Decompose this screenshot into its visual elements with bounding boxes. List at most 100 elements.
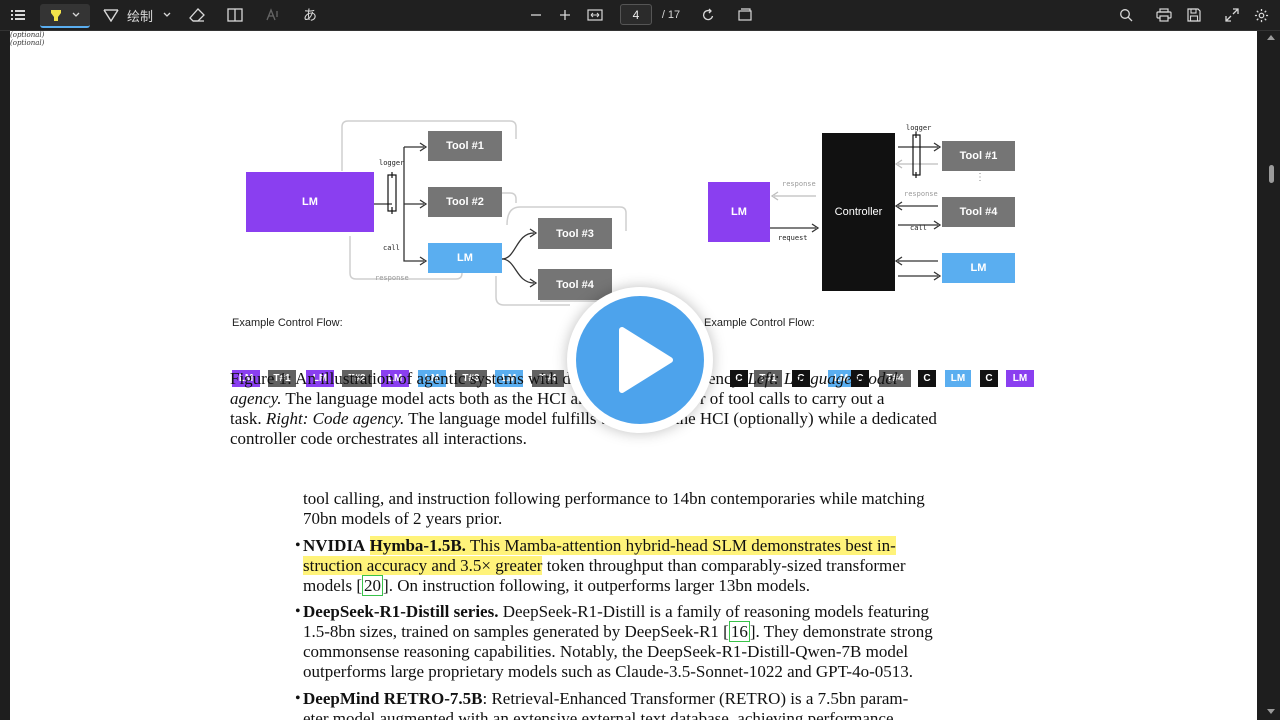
view-mode-button[interactable] xyxy=(224,4,246,26)
body-text: ]. They demonstrate strong xyxy=(749,622,933,641)
bullet-3-title: DeepMind RETRO-7.5B xyxy=(303,689,483,708)
left-sub-lm-box: LM xyxy=(428,243,502,273)
draw-label: 绘制 xyxy=(126,9,153,25)
page-total: / 17 xyxy=(661,9,681,21)
bullet-1-model[interactable]: Hymba-1.5B. xyxy=(369,536,466,555)
right-optional-lm-label: (optional) xyxy=(10,31,45,39)
right-optional-logger-label: (optional) xyxy=(10,39,45,47)
page-view-icon xyxy=(738,8,752,21)
caption-italic: Left: Language model xyxy=(747,369,898,388)
caption-text: task. xyxy=(230,409,266,428)
left-lm-box: LM xyxy=(246,172,374,232)
fit-width-button[interactable] xyxy=(584,4,606,26)
bullet-1-line-1: NVIDIA Hymba-1.5B. This Mamba-attention … xyxy=(303,536,896,556)
zoom-out-button[interactable] xyxy=(526,4,546,26)
vertical-scrollbar[interactable] xyxy=(1262,31,1280,720)
right-flow-label: Example Control Flow: xyxy=(704,317,815,329)
body-text: DeepSeek-R1-Distill is a family of reaso… xyxy=(498,602,930,621)
settings-button[interactable] xyxy=(1250,4,1272,26)
left-tool1-box: Tool #1 xyxy=(428,131,502,161)
right-flow-chip: LM xyxy=(828,370,854,387)
caption-line-3: task. Right: Code agency. The language m… xyxy=(230,409,937,429)
zoom-in-button[interactable] xyxy=(555,4,575,26)
rotate-button[interactable] xyxy=(698,4,718,26)
citation-link[interactable]: 16 xyxy=(728,621,750,642)
caption-line-4: controller code orchestrates all interac… xyxy=(230,429,527,448)
left-flow-label: Example Control Flow: xyxy=(232,317,343,329)
printer-icon xyxy=(1156,8,1172,22)
bullet-1-line-3: models [20]. On instruction following, i… xyxy=(303,575,811,596)
scroll-up-icon[interactable] xyxy=(1267,35,1275,40)
highlighted-text[interactable]: struction accuracy and 3.5× greater xyxy=(303,556,543,575)
left-flow-chip: LM xyxy=(306,370,334,387)
eraser-button[interactable] xyxy=(186,4,208,26)
fullscreen-button[interactable] xyxy=(1222,4,1242,26)
left-flow-chip: T#4 xyxy=(532,370,564,387)
body-text: ]. On instruction following, it outperfo… xyxy=(383,576,811,595)
pdf-page[interactable]: LM Tool #1 Tool #2 LM Tool #3 Tool #4 lo… xyxy=(10,31,1257,720)
right-flow-chip: C xyxy=(851,370,869,387)
right-flow-chip: LM xyxy=(1006,370,1034,387)
play-icon xyxy=(619,327,673,393)
left-flow-chip: LM xyxy=(495,370,523,387)
play-button[interactable] xyxy=(567,287,713,433)
chevron-down-icon xyxy=(72,12,80,17)
body-line: 70bn models of 2 years prior. xyxy=(303,509,503,528)
fit-width-icon xyxy=(587,9,603,21)
right-flow-chip: T#4 xyxy=(879,370,911,387)
bullet-2-line-4: outperforms large proprietary models suc… xyxy=(303,662,913,681)
bullet-1-org: NVIDIA xyxy=(303,536,366,555)
left-flow-chip: LM xyxy=(232,370,260,387)
bullet-3-line-1: DeepMind RETRO-7.5B: Retrieval-Enhanced … xyxy=(303,689,908,709)
left-logger-label: logger xyxy=(379,159,405,167)
right-logger-label: logger xyxy=(906,124,932,132)
right-flow-chip: C xyxy=(918,370,936,387)
expand-icon xyxy=(1225,8,1239,22)
translate-icon: あ xyxy=(303,8,317,24)
right-tool4-box: Tool #4 xyxy=(942,197,1015,227)
left-flow-chip: LM xyxy=(418,370,446,387)
body-text: : Retrieval-Enhanced Transformer (RETRO)… xyxy=(482,689,909,708)
play-button-fill xyxy=(576,296,704,424)
outline-icon[interactable] xyxy=(8,4,28,26)
left-tool2-box: Tool #2 xyxy=(428,187,502,217)
two-page-icon xyxy=(227,8,243,22)
page-view-button[interactable] xyxy=(735,4,755,26)
right-flow-chip: C xyxy=(730,370,748,387)
caption-line-1: Figure 1: An illustration of agentic sys… xyxy=(230,369,898,389)
translate-button[interactable]: あ xyxy=(298,4,322,26)
bullet-dot: • xyxy=(295,603,301,620)
scroll-down-icon[interactable] xyxy=(1267,709,1275,714)
eraser-icon xyxy=(189,8,205,22)
read-aloud-button[interactable] xyxy=(262,4,284,26)
search-icon xyxy=(1120,9,1133,22)
scrollbar-thumb[interactable] xyxy=(1269,165,1274,183)
save-button[interactable] xyxy=(1184,4,1204,26)
citation-link[interactable]: 20 xyxy=(362,575,384,596)
right-flow-chip: C xyxy=(980,370,998,387)
minus-icon xyxy=(531,14,541,16)
left-flow-chip: T#2 xyxy=(342,370,372,387)
draw-options-chevron[interactable] xyxy=(160,4,174,26)
page-number-input[interactable]: 4 xyxy=(620,4,652,25)
right-bottom-lm-box: LM xyxy=(942,253,1015,283)
right-lm-box: LM xyxy=(708,182,770,242)
controller-box: Controller xyxy=(822,133,895,291)
right-ellipsis: ⋮ xyxy=(975,172,985,183)
right-call-label: call xyxy=(910,224,927,232)
bullet-2-line-2: 1.5-8bn sizes, trained on samples genera… xyxy=(303,621,933,642)
right-flow-chip: T#1 xyxy=(754,370,782,387)
left-flow-chip: LM xyxy=(381,370,409,387)
highlighted-text[interactable]: This Mamba-attention hybrid-head SLM dem… xyxy=(465,536,896,555)
body-text: token throughput than comparably-sized t… xyxy=(542,556,906,575)
right-diagram-connectors xyxy=(770,132,942,281)
draw-tool-button[interactable]: 绘制 xyxy=(100,4,156,26)
highlight-tool-button[interactable] xyxy=(40,4,90,28)
left-flow-chip: T#1 xyxy=(268,370,296,387)
right-flow-chip: C xyxy=(792,370,810,387)
print-button[interactable] xyxy=(1154,4,1174,26)
search-button[interactable] xyxy=(1116,4,1136,26)
right-response-mid-label: response xyxy=(904,190,938,198)
caption-italic: agency. xyxy=(230,389,282,408)
gear-icon xyxy=(1254,8,1268,22)
